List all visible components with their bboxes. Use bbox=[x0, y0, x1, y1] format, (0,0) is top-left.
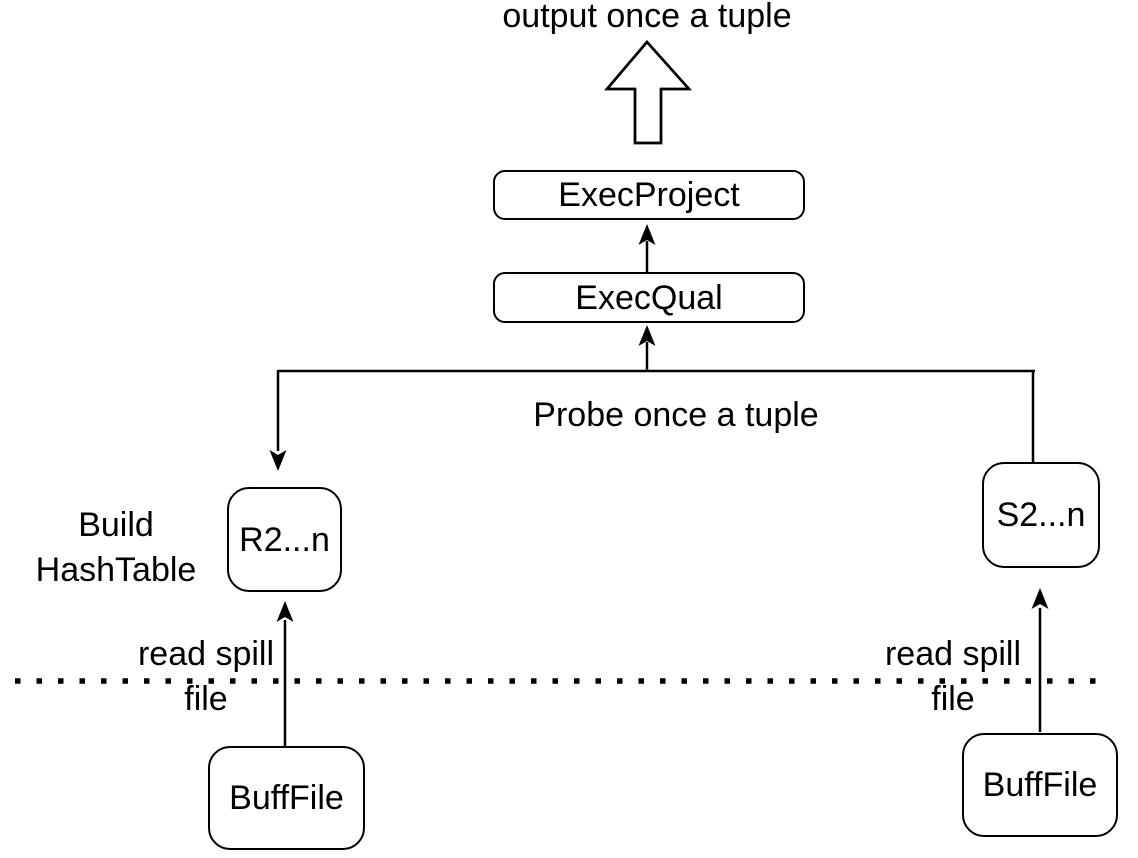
arrowhead-down-r bbox=[269, 450, 287, 471]
arrowhead-up-r bbox=[276, 601, 294, 622]
node-bufffile-left-label: BuffFile bbox=[229, 779, 344, 817]
read-spill-file-right-label: read spill file bbox=[885, 632, 1021, 722]
arrowhead-up-s bbox=[1031, 588, 1049, 609]
node-r-partition: R2...n bbox=[227, 487, 342, 592]
read-spill-file-left-line1: read spill bbox=[137, 635, 275, 673]
read-spill-file-left-label: read spill file bbox=[138, 632, 274, 722]
node-exec-qual-label: ExecQual bbox=[575, 278, 723, 317]
build-hashtable-label: Build HashTable bbox=[36, 503, 197, 593]
node-bufffile-right: BuffFile bbox=[962, 733, 1118, 837]
read-spill-file-left-line2: file bbox=[184, 680, 228, 718]
node-exec-project: ExecProject bbox=[493, 170, 805, 220]
build-hashtable-label-line2: HashTable bbox=[35, 551, 197, 589]
node-bufffile-right-label: BuffFile bbox=[982, 766, 1098, 804]
node-r-partition-label: R2...n bbox=[239, 520, 330, 559]
arrowhead-up-execproject bbox=[638, 224, 656, 245]
output-block-arrow-icon bbox=[604, 39, 693, 145]
build-hashtable-label-line1: Build bbox=[78, 506, 154, 544]
node-s-partition-label: S2...n bbox=[996, 496, 1086, 534]
node-bufffile-left: BuffFile bbox=[208, 746, 365, 850]
node-exec-project-label: ExecProject bbox=[558, 176, 740, 214]
read-spill-file-right-line1: read spill bbox=[884, 635, 1022, 673]
output-once-a-tuple-label: output once a tuple bbox=[502, 0, 792, 35]
arrowhead-up-execqual bbox=[638, 325, 656, 346]
node-exec-qual: ExecQual bbox=[493, 272, 805, 323]
probe-once-a-tuple-label: Probe once a tuple bbox=[533, 396, 819, 434]
read-spill-file-right-line2: file bbox=[931, 680, 975, 718]
node-s-partition: S2...n bbox=[982, 462, 1100, 568]
